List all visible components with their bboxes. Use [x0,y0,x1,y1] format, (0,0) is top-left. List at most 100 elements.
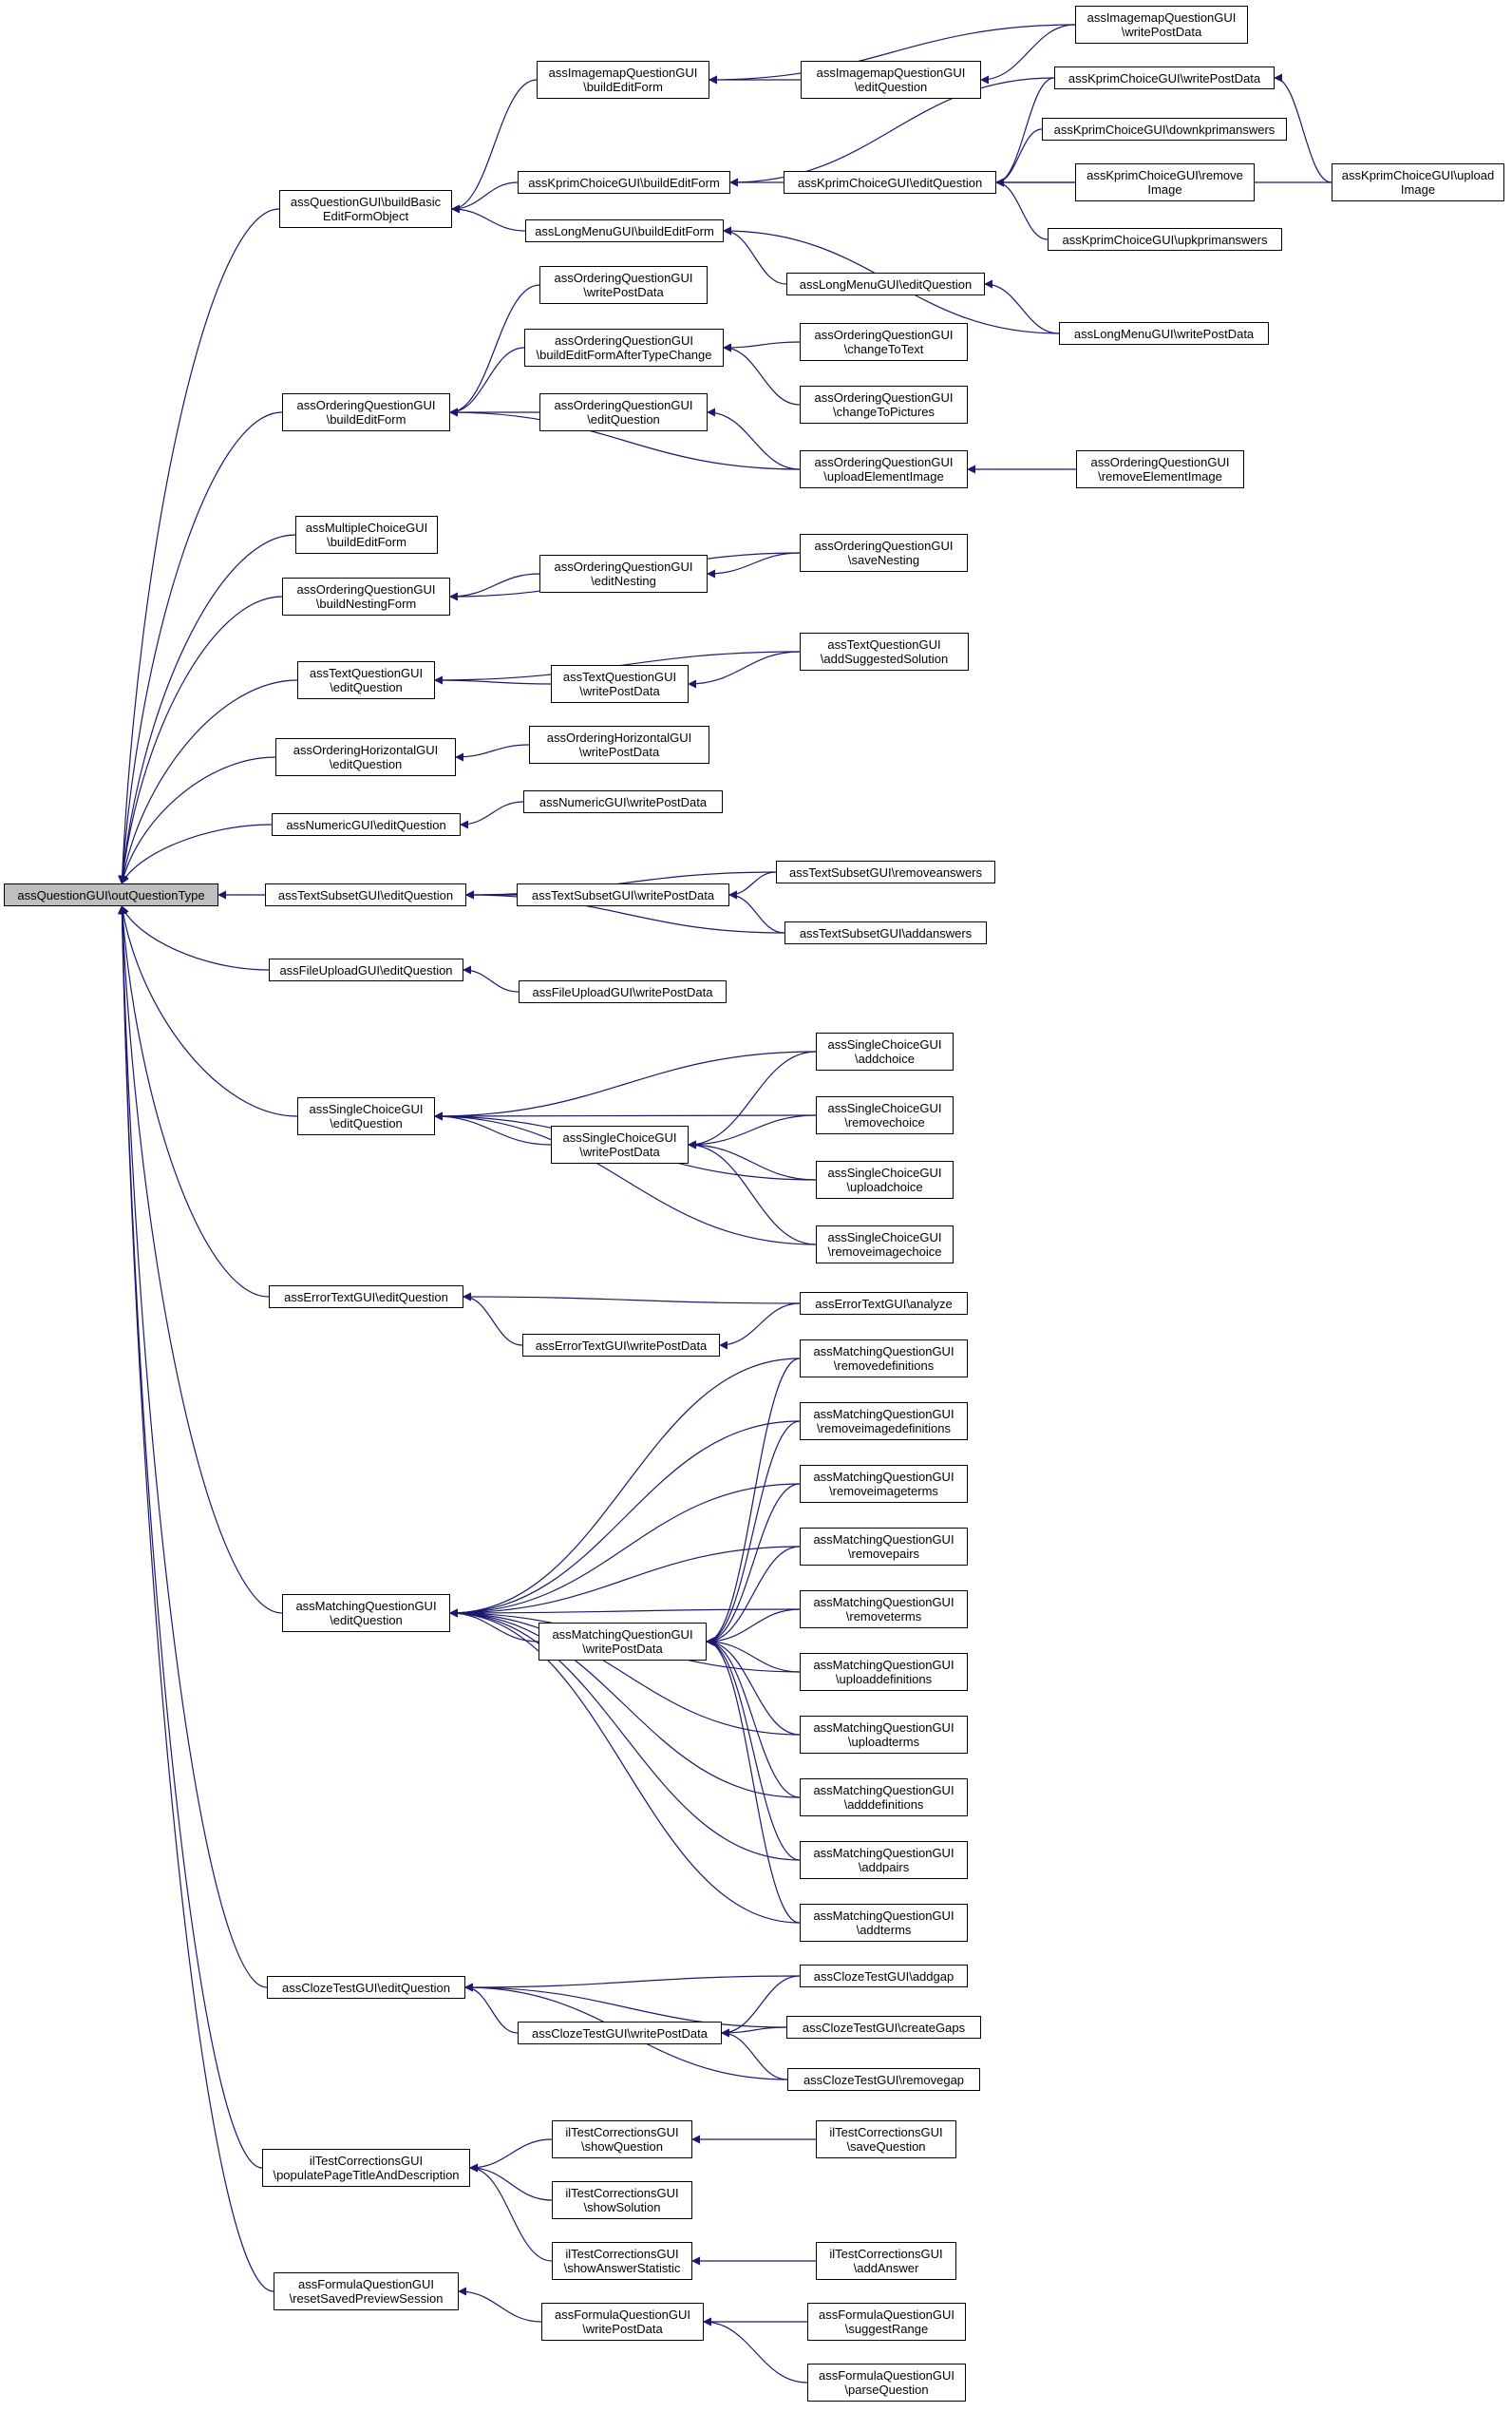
node-label: assTextQuestionGUI [562,670,677,684]
node-itcAA[interactable]: ilTestCorrectionsGUI\addAnswer [816,2242,956,2280]
edge-scAdd-to-scWPD [688,1051,817,1149]
node-label: assMatchingQuestionGUI [813,1595,954,1609]
node-itcPPT[interactable]: ilTestCorrectionsGUI\populatePageTitleAn… [262,2149,470,2187]
node-scAdd[interactable]: assSingleChoiceGUI\addchoice [816,1033,954,1071]
node-fqWPD[interactable]: assFormulaQuestionGUI\writePostData [541,2303,704,2341]
node-kpUp[interactable]: assKprimChoiceGUI\upkprimanswers [1048,228,1282,251]
node-tsRem[interactable]: assTextSubsetGUI\removeanswers [776,861,995,883]
node-numWPD[interactable]: assNumericGUI\writePostData [523,790,723,813]
node-ordEN[interactable]: assOrderingQuestionGUI\editNesting [539,555,708,593]
node-ohEQ[interactable]: assOrderingHorizontalGUI\editQuestion [275,738,456,776]
node-itcSQ[interactable]: ilTestCorrectionsGUI\showQuestion [552,2120,692,2158]
node-mqUD[interactable]: assMatchingQuestionGUI\uploaddefinitions [800,1653,968,1691]
node-itcSS[interactable]: ilTestCorrectionsGUI\showSolution [552,2181,692,2219]
node-ordWPD[interactable]: assOrderingQuestionGUI\writePostData [539,266,708,304]
node-scRem[interactable]: assSingleChoiceGUI\removechoice [816,1096,954,1134]
node-label: assOrderingQuestionGUI [814,328,954,342]
node-fuEQ[interactable]: assFileUploadGUI\editQuestion [269,959,463,981]
node-clWPD[interactable]: assClozeTestGUI\writePostData [518,2022,722,2044]
node-label: assMatchingQuestionGUI [813,1532,954,1547]
edge-kpUpImg-to-kpWPD [1274,73,1332,183]
node-label: assClozeTestGUI\addgap [813,1968,954,1984]
node-ordBNF[interactable]: assOrderingQuestionGUI\buildNestingForm [282,578,450,616]
node-mqAD[interactable]: assMatchingQuestionGUI\adddefinitions [800,1778,968,1816]
node-label: \suggestRange [844,2322,929,2336]
node-clAG[interactable]: assClozeTestGUI\addgap [800,1965,968,1987]
node-etEQ[interactable]: assErrorTextGUI\editQuestion [269,1285,463,1308]
node-ordREI[interactable]: assOrderingQuestionGUI\removeElementImag… [1076,450,1244,488]
node-kpDown[interactable]: assKprimChoiceGUI\downkprimanswers [1042,118,1287,141]
node-mqUT[interactable]: assMatchingQuestionGUI\uploadterms [800,1716,968,1754]
node-label: \removeimageterms [829,1484,938,1498]
node-mqAT[interactable]: assMatchingQuestionGUI\addterms [800,1904,968,1942]
node-etWPD[interactable]: assErrorTextGUI\writePostData [522,1334,720,1357]
edge-kpWPD-to-kpEQ [995,77,1055,187]
node-mqEQ[interactable]: assMatchingQuestionGUI\editQuestion [282,1594,450,1632]
node-mqWPD[interactable]: assMatchingQuestionGUI\writePostData [539,1623,707,1661]
node-fqPQ[interactable]: assFormulaQuestionGUI\parseQuestion [807,2364,966,2402]
node-txtWPD[interactable]: assTextQuestionGUI\writePostData [551,665,689,703]
node-mqRIT[interactable]: assMatchingQuestionGUI\removeimageterms [800,1465,968,1503]
node-kpEQ[interactable]: assKprimChoiceGUI\editQuestion [784,171,996,194]
node-mcBEF[interactable]: assMultipleChoiceGUI\buildEditForm [295,516,438,554]
node-mqAP[interactable]: assMatchingQuestionGUI\addpairs [800,1841,968,1879]
node-ordUEI[interactable]: assOrderingQuestionGUI\uploadElementImag… [800,450,968,488]
node-clRG[interactable]: assClozeTestGUI\removegap [787,2068,980,2091]
node-ordBEFATC[interactable]: assOrderingQuestionGUI\buildEditFormAfte… [524,329,724,367]
edge-etWPD-to-etEQ [463,1292,523,1346]
edge-imWPD-to-imBEF [709,24,1076,85]
node-mqRD[interactable]: assMatchingQuestionGUI\removedefinitions [800,1339,968,1377]
node-tsAdd[interactable]: assTextSubsetGUI\addanswers [784,921,987,944]
edge-ordUEI-to-ordEQ [707,408,801,470]
node-scEQ[interactable]: assSingleChoiceGUI\editQuestion [297,1097,435,1135]
node-txtEQ[interactable]: assTextQuestionGUI\editQuestion [297,661,435,699]
node-label: assMatchingQuestionGUI [813,1658,954,1672]
node-mqRID[interactable]: assMatchingQuestionGUI\removeimagedefini… [800,1402,968,1440]
node-kpBEF[interactable]: assKprimChoiceGUI\buildEditForm [518,171,730,194]
node-clCG[interactable]: assClozeTestGUI\createGaps [786,2016,981,2039]
node-lmBEF[interactable]: assLongMenuGUI\buildEditForm [525,219,724,242]
edge-mqRIT-to-mqWPD [706,1483,801,1646]
node-ordSN[interactable]: assOrderingQuestionGUI\saveNesting [800,534,968,572]
edge-fuEQ-to-root [121,905,270,971]
node-mqRP[interactable]: assMatchingQuestionGUI\removepairs [800,1528,968,1566]
node-scUp[interactable]: assSingleChoiceGUI\uploadchoice [816,1161,954,1199]
node-lmWPD[interactable]: assLongMenuGUI\writePostData [1059,322,1269,345]
node-tsEQ[interactable]: assTextSubsetGUI\editQuestion [265,883,466,906]
node-lmEQ[interactable]: assLongMenuGUI\editQuestion [786,273,985,295]
node-label: \editQuestion [330,680,403,694]
node-label: \resetSavedPreviewSession [289,2291,444,2306]
node-ordEQ[interactable]: assOrderingQuestionGUI\editQuestion [539,393,708,431]
node-label: \removechoice [844,1115,925,1130]
node-itcSAS[interactable]: ilTestCorrectionsGUI\showAnswerStatistic [552,2242,692,2280]
node-kpWPD[interactable]: assKprimChoiceGUI\writePostData [1054,66,1275,89]
node-imWPD[interactable]: assImagemapQuestionGUI\writePostData [1075,6,1248,44]
node-clEQ[interactable]: assClozeTestGUI\editQuestion [267,1976,465,1999]
node-label: assMatchingQuestionGUI [552,1627,693,1642]
node-label: assQuestionGUI\buildBasic [290,195,442,209]
edge-ordEN-to-ordBNF [449,573,540,601]
node-fqSR[interactable]: assFormulaQuestionGUI\suggestRange [807,2303,966,2341]
node-scRemImg[interactable]: assSingleChoiceGUI\removeimagechoice [816,1225,954,1263]
node-etAn[interactable]: assErrorTextGUI\analyze [800,1292,968,1315]
node-ohWPD[interactable]: assOrderingHorizontalGUI\writePostData [529,726,709,764]
node-imEQ[interactable]: assImagemapQuestionGUI\editQuestion [801,61,981,99]
node-itcSaveQ[interactable]: ilTestCorrectionsGUI\saveQuestion [816,2120,956,2158]
node-label: assMatchingQuestionGUI [813,1846,954,1860]
node-label: \writePostData [582,2322,663,2336]
node-tsWPD[interactable]: assTextSubsetGUI\writePostData [517,883,729,906]
node-txtASS[interactable]: assTextQuestionGUI\addSuggestedSolution [800,633,969,671]
node-ordBEF[interactable]: assOrderingQuestionGUI\buildEditForm [282,393,450,431]
node-root[interactable]: assQuestionGUI\outQuestionType [4,883,218,906]
node-scWPD[interactable]: assSingleChoiceGUI\writePostData [551,1126,689,1164]
node-ordCTP[interactable]: assOrderingQuestionGUI\changeToPictures [800,386,968,424]
node-numEQ[interactable]: assNumericGUI\editQuestion [272,813,461,836]
node-fuWPD[interactable]: assFileUploadGUI\writePostData [519,980,727,1003]
node-imBEF[interactable]: assImagemapQuestionGUI\buildEditForm [537,61,709,99]
node-fqRSP[interactable]: assFormulaQuestionGUI\resetSavedPreviewS… [274,2272,459,2310]
node-ordCTT[interactable]: assOrderingQuestionGUI\changeToText [800,323,968,361]
node-mqRT[interactable]: assMatchingQuestionGUI\removeterms [800,1590,968,1628]
